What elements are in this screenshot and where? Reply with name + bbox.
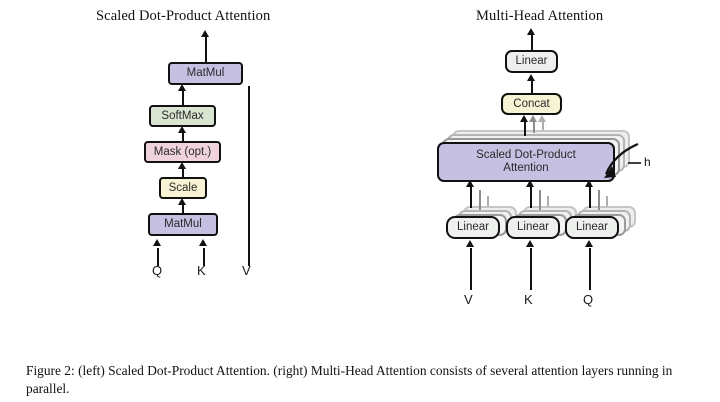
edge-linear-k-attention <box>530 183 532 208</box>
edge-linear-q-attention-ghost1 <box>598 190 600 210</box>
panel-title-right: Multi-Head Attention <box>476 8 604 24</box>
arrowhead-linear-v-attention <box>465 180 474 187</box>
edge-linear-k-attention-ghost1 <box>539 190 541 210</box>
node-linear-v[interactable]: Linear <box>446 216 500 239</box>
edge-linear-v-attention-ghost2 <box>487 196 489 212</box>
arrowhead-head-1-concat <box>519 115 528 122</box>
arrowhead-matmul-scale <box>177 198 186 205</box>
edge-q-input-right <box>589 248 591 290</box>
edge-head-2-concat <box>533 119 535 133</box>
edge-concat-linear <box>531 78 533 93</box>
edge-q-input-left <box>157 248 159 266</box>
attention-label-line1: Scaled Dot-Product <box>476 149 576 162</box>
arrowhead-head-3-concat <box>537 115 546 122</box>
arrowhead-v-right <box>465 240 474 247</box>
node-scaled-dot-product-attention[interactable]: Scaled Dot-Product Attention <box>437 142 615 182</box>
attention-label-line2: Attention <box>503 162 549 174</box>
edge-softmax-matmul <box>182 88 184 105</box>
edge-output-left <box>205 34 207 62</box>
edge-k-input-right <box>530 248 532 290</box>
arrowhead-output-right <box>526 28 535 35</box>
edge-head-3-concat <box>542 119 544 131</box>
arrowhead-output-left <box>200 30 209 37</box>
edge-matmul-scale <box>182 202 184 214</box>
node-matmul-top-left[interactable]: MatMul <box>168 62 243 85</box>
node-scale[interactable]: Scale <box>159 177 207 199</box>
arrowhead-softmax-matmul <box>177 84 186 91</box>
edge-linear-q-attention-ghost2 <box>606 196 608 212</box>
edge-v-input-right <box>470 248 472 290</box>
panel-title-left: Scaled Dot-Product Attention <box>96 8 271 24</box>
input-label-q-right: Q <box>583 292 594 307</box>
arrowhead-linear-q-attention <box>584 180 593 187</box>
node-softmax[interactable]: SoftMax <box>149 105 216 127</box>
input-label-v-left: V <box>242 263 251 278</box>
arrowhead-k-right <box>525 240 534 247</box>
node-linear-q[interactable]: Linear <box>565 216 619 239</box>
arrowhead-q-right <box>584 240 593 247</box>
arrowhead-scale-mask <box>177 162 186 169</box>
edge-v-input-left <box>248 86 250 266</box>
figure-caption: Figure 2: (left) Scaled Dot-Product Atte… <box>26 363 673 396</box>
arrowhead-linear-k-attention <box>525 180 534 187</box>
arrowhead-concat-linear <box>526 74 535 81</box>
edge-linear-q-attention <box>589 183 591 208</box>
node-mask[interactable]: Mask (opt.) <box>144 141 221 163</box>
edge-head-1-concat <box>524 119 526 136</box>
arrowhead-mask-softmax <box>177 126 186 133</box>
heads-count-label: h <box>644 155 651 169</box>
edge-linear-k-attention-ghost2 <box>547 196 549 212</box>
arrowhead-head-2-concat <box>528 115 537 122</box>
input-label-q-left: Q <box>152 263 163 278</box>
arrowhead-k-left <box>198 239 207 246</box>
edge-scale-mask <box>182 166 184 178</box>
edge-k-input-left <box>203 248 205 266</box>
edge-linear-v-attention-ghost1 <box>479 190 481 210</box>
input-label-v-right: V <box>464 292 473 307</box>
edge-linear-v-attention <box>470 183 472 208</box>
input-label-k-right: K <box>524 292 533 307</box>
arrowhead-q-left <box>152 239 161 246</box>
node-matmul-bottom-left[interactable]: MatMul <box>148 213 218 236</box>
edge-output-right <box>531 32 533 50</box>
input-label-k-left: K <box>197 263 206 278</box>
node-linear-output[interactable]: Linear <box>505 50 558 73</box>
node-concat[interactable]: Concat <box>501 93 562 115</box>
edge-mask-softmax <box>182 130 184 142</box>
node-linear-k[interactable]: Linear <box>506 216 560 239</box>
